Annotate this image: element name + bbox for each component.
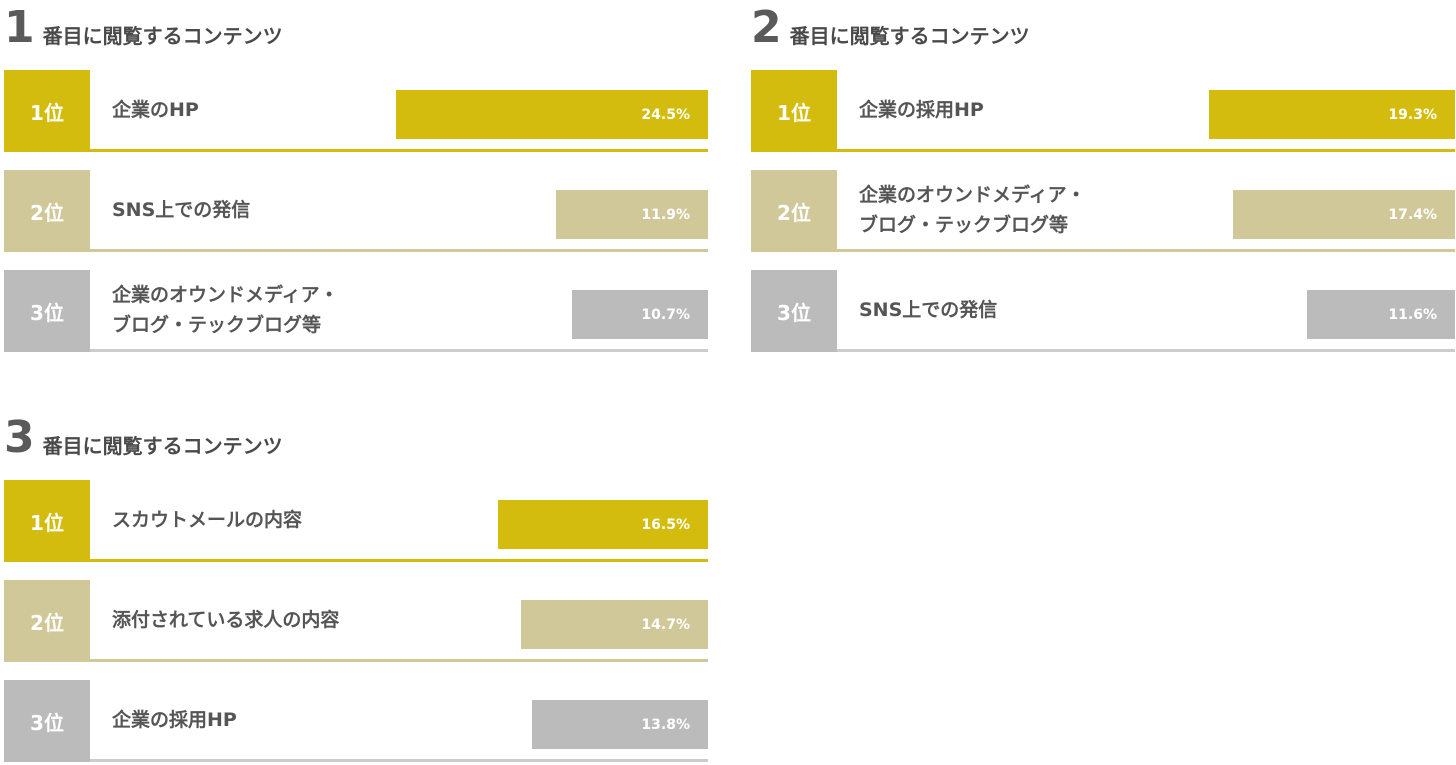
panel-heading: 番目に閲覧するコンテンツ: [789, 24, 1030, 48]
rank-row-1: 1位 スカウトメールの内容 16.5%: [4, 480, 708, 562]
chart-panel-3: 3 番目に閲覧するコンテンツ 1位 スカウトメールの内容 16.5% 2位 添付…: [4, 414, 708, 765]
panel-heading: 番目に閲覧するコンテンツ: [42, 434, 283, 458]
item-label: 企業の採用HP: [859, 98, 984, 121]
rank-row-2: 2位 企業のオウンドメディア・ ブログ・テックブログ等 17.4%: [751, 170, 1455, 252]
rank-badge: 3位: [4, 680, 90, 762]
item-label: 企業の採用HP: [112, 708, 237, 731]
item-label: 企業のオウンドメディア・ ブログ・テックブログ等: [112, 283, 339, 336]
value-bar: 11.6%: [1307, 290, 1455, 339]
rank-row-3: 3位 企業のオウンドメディア・ ブログ・テックブログ等 10.7%: [4, 270, 708, 352]
rank-row-1: 1位 企業の採用HP 19.3%: [751, 70, 1455, 152]
value-label: 17.4%: [1388, 206, 1437, 223]
value-bar: 10.7%: [572, 290, 708, 339]
rank-badge: 3位: [4, 270, 90, 352]
value-label: 11.9%: [641, 206, 690, 223]
value-bar: 16.5%: [498, 500, 708, 549]
item-label: SNS上での発信: [859, 298, 998, 321]
value-label: 11.6%: [1388, 306, 1437, 323]
value-bar: 19.3%: [1209, 90, 1455, 139]
rank-row-1: 1位 企業のHP 24.5%: [4, 70, 708, 152]
panel-title: 3 番目に閲覧するコンテンツ: [4, 414, 283, 460]
value-bar: 14.7%: [521, 600, 708, 649]
panel-title: 2 番目に閲覧するコンテンツ: [751, 4, 1030, 50]
value-bar: 13.8%: [532, 700, 708, 749]
chart-panel-2: 2 番目に閲覧するコンテンツ 1位 企業の採用HP 19.3% 2位 企業のオウ…: [751, 4, 1455, 356]
item-label: スカウトメールの内容: [112, 508, 303, 531]
rank-row-3: 3位 企業の採用HP 13.8%: [4, 680, 708, 762]
item-label: 企業のHP: [112, 98, 199, 121]
item-label: SNS上での発信: [112, 198, 251, 221]
rank-row-3: 3位 SNS上での発信 11.6%: [751, 270, 1455, 352]
panel-heading: 番目に閲覧するコンテンツ: [42, 24, 283, 48]
panel-title: 1 番目に閲覧するコンテンツ: [4, 4, 283, 50]
rank-badge: 2位: [751, 170, 837, 252]
value-label: 10.7%: [641, 306, 690, 323]
value-label: 14.7%: [641, 616, 690, 633]
item-label: 添付されている求人の内容: [112, 608, 340, 631]
rank-badge: 1位: [4, 70, 90, 152]
value-label: 24.5%: [641, 106, 690, 123]
chart-panel-1: 1 番目に閲覧するコンテンツ 1位 企業のHP 24.5% 2位 SNS上での発…: [4, 4, 708, 356]
value-bar: 17.4%: [1233, 190, 1455, 239]
rank-badge: 2位: [4, 170, 90, 252]
rank-badge: 3位: [751, 270, 837, 352]
rank-badge: 1位: [4, 480, 90, 562]
rank-badge: 1位: [751, 70, 837, 152]
rank-row-2: 2位 SNS上での発信 11.9%: [4, 170, 708, 252]
value-label: 16.5%: [641, 516, 690, 533]
rank-row-2: 2位 添付されている求人の内容 14.7%: [4, 580, 708, 662]
item-label: 企業のオウンドメディア・ ブログ・テックブログ等: [859, 183, 1086, 236]
rank-badge: 2位: [4, 580, 90, 662]
value-bar: 11.9%: [556, 190, 708, 239]
panel-number: 2: [751, 2, 782, 53]
panel-number: 3: [4, 412, 35, 463]
value-bar: 24.5%: [396, 90, 708, 139]
panel-number: 1: [4, 2, 35, 53]
value-label: 19.3%: [1388, 106, 1437, 123]
value-label: 13.8%: [641, 716, 690, 733]
